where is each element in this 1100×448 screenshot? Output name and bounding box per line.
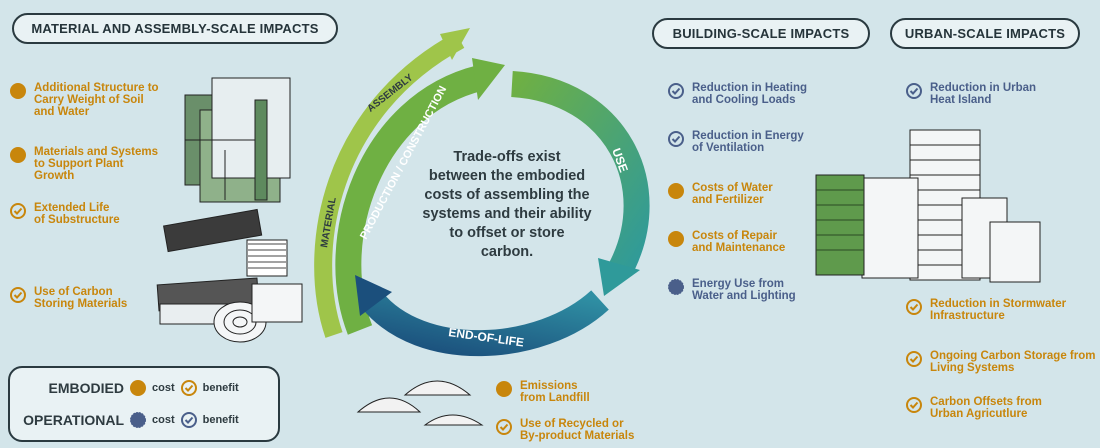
- operational-cost-icon: [130, 412, 146, 428]
- legend-cost-label: cost: [152, 414, 175, 426]
- operational-benefit-icon: [668, 83, 684, 99]
- urban-item-label: Reduction in Stormwater Infrastructure: [930, 298, 1067, 322]
- building-item: Energy Use from Water and Lighting: [668, 278, 796, 302]
- building-item-label: Reduction in Energy of Ventilation: [692, 130, 804, 154]
- end-of-life-item-label: Emissions from Landfill: [520, 380, 590, 404]
- end-of-life-item-label: Use of Recycled or By-product Materials: [520, 418, 635, 442]
- building-item: Reduction in Energy of Ventilation: [668, 130, 804, 154]
- building-item: Costs of Water and Fertilizer: [668, 182, 773, 206]
- material-item-label: Use of Carbon Storing Materials: [34, 286, 128, 310]
- legend-embodied-label: EMBODIED: [48, 380, 124, 396]
- urban-item-label: Reduction in Urban Heat Island: [930, 82, 1037, 106]
- building-item: Costs of Repair and Maintenance: [668, 230, 785, 254]
- legend-operational-row: OPERATIONAL cost benefit: [16, 412, 239, 428]
- embodied-cost-icon: [496, 381, 512, 397]
- tradeoff-statement: Trade-offs exist between the embodied co…: [422, 149, 592, 260]
- production-arrowhead: [472, 58, 505, 100]
- material-item: Additional Structure to Carry Weight of …: [10, 82, 159, 118]
- building-item-label: Energy Use from Water and Lighting: [692, 278, 796, 302]
- urban-item-label: Carbon Offsets from Urban Agricutlure: [930, 396, 1042, 420]
- end-of-life-item: Use of Recycled or By-product Materials: [496, 418, 634, 442]
- material-item-label: Materials and Systems to Support Plant G…: [34, 146, 159, 182]
- green-wall-panel-illustration: [184, 77, 291, 203]
- building-item: Reduction in Heating and Cooling Loads: [668, 82, 807, 106]
- material-item: Use of Carbon Storing Materials: [10, 286, 127, 310]
- legend-cost-label: cost: [152, 382, 175, 394]
- end-of-life-arrowhead: [355, 275, 392, 316]
- building-item-label: Reduction in Heating and Cooling Loads: [692, 82, 807, 106]
- urban-item: Reduction in Stormwater Infrastructure: [906, 298, 1066, 322]
- urban-item: Reduction in Urban Heat Island: [906, 82, 1036, 106]
- material-assembly-arrow: [314, 32, 465, 338]
- urban-item: Carbon Offsets from Urban Agricutlure: [906, 396, 1042, 420]
- legend-benefit-label: benefit: [202, 414, 239, 426]
- embodied-benefit-icon: [496, 419, 512, 435]
- embodied-benefit-icon: [906, 351, 922, 367]
- end-of-life-item: Emissions from Landfill: [496, 380, 590, 404]
- operational-cost-icon: [668, 279, 684, 295]
- material-scale-header: MATERIAL AND ASSEMBLY-SCALE IMPACTS: [12, 13, 338, 44]
- embodied-benefit-icon: [906, 299, 922, 315]
- building-item-label: Costs of Water and Fertilizer: [692, 182, 773, 206]
- building-scale-header: BUILDING-SCALE IMPACTS: [652, 18, 870, 49]
- embodied-benefit-icon: [10, 203, 26, 219]
- production-arrow: [335, 65, 484, 335]
- operational-benefit-icon: [668, 131, 684, 147]
- use-arrow: [510, 71, 650, 277]
- urban-scale-header: URBAN-SCALE IMPACTS: [890, 18, 1080, 49]
- embodied-cost-icon: [668, 231, 684, 247]
- legend: EMBODIED cost benefit OPERATIONAL cost b…: [8, 366, 280, 442]
- embodied-benefit-icon: [906, 397, 922, 413]
- construction-materials-illustration: [156, 208, 303, 343]
- legend-operational-label: OPERATIONAL: [23, 412, 124, 428]
- operational-benefit-icon: [906, 83, 922, 99]
- embodied-cost-icon: [668, 183, 684, 199]
- embodied-cost-icon: [10, 83, 26, 99]
- embodied-cost-icon: [130, 380, 146, 396]
- embodied-benefit-icon: [10, 287, 26, 303]
- landfill-mounds-illustration: [356, 380, 484, 426]
- embodied-cost-icon: [10, 147, 26, 163]
- material-item-label: Additional Structure to Carry Weight of …: [34, 82, 159, 118]
- urban-item-label: Ongoing Carbon Storage from Living Syste…: [930, 350, 1096, 374]
- legend-benefit-label: benefit: [202, 382, 239, 394]
- material-item: Materials and Systems to Support Plant G…: [10, 146, 158, 182]
- material-item: Extended Life of Substructure: [10, 202, 120, 226]
- embodied-benefit-icon: [180, 380, 197, 396]
- building-item-label: Costs of Repair and Maintenance: [692, 230, 786, 254]
- buildings-illustration: [815, 129, 1041, 283]
- material-assembly-arrowhead: [440, 28, 470, 60]
- urban-item: Ongoing Carbon Storage from Living Syste…: [906, 350, 1095, 374]
- operational-benefit-icon: [180, 412, 197, 428]
- material-item-label: Extended Life of Substructure: [34, 202, 120, 226]
- end-of-life-arrow: [361, 290, 609, 357]
- legend-embodied-row: EMBODIED cost benefit: [16, 380, 239, 396]
- use-arrowhead: [598, 258, 640, 296]
